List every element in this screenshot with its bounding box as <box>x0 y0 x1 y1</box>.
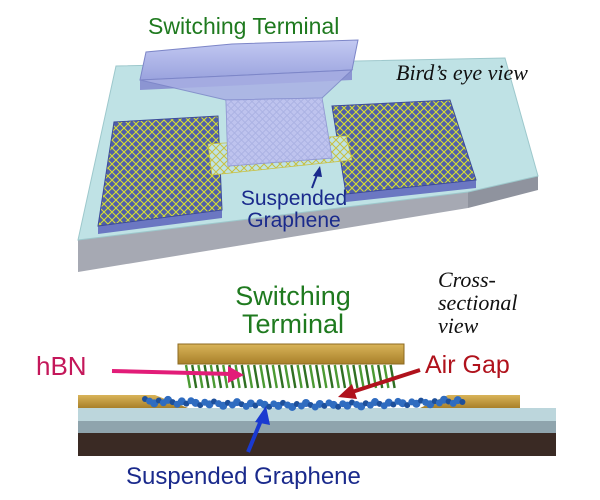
bottom-terminal-label: Switching Terminal <box>235 281 351 340</box>
hbn-rod <box>308 364 316 389</box>
terminal-overlap <box>226 98 332 166</box>
hbn-rod <box>277 364 285 389</box>
hbn-rod <box>321 364 328 389</box>
hbn-rod <box>364 364 371 389</box>
right-electrode-side <box>346 180 476 202</box>
substrate-side-front <box>78 192 468 272</box>
hbn-rod <box>352 364 359 389</box>
oxide-layer <box>78 408 556 421</box>
hbn-layer <box>184 364 396 389</box>
cross-sectional-view-label: Cross- sectional view <box>438 267 518 339</box>
hbn-rod <box>358 364 365 389</box>
hbn-arrow-head <box>228 366 244 383</box>
left-electrode <box>97 115 223 227</box>
suspended-graphene-bottom-label: Suspended Graphene <box>126 463 361 490</box>
graphene-atom <box>390 401 397 408</box>
hbn-rod <box>203 364 210 389</box>
hbn-label: hBN <box>36 351 87 381</box>
hbn-rod <box>184 364 192 389</box>
suspended-graphene-layer <box>142 395 466 411</box>
top-terminal-label: Switching Terminal <box>148 13 340 39</box>
hbn-rod <box>315 364 322 389</box>
air-gap-arrow-head <box>338 384 357 399</box>
hbn-rod <box>284 364 291 389</box>
hbn-rod <box>290 364 297 389</box>
terminal-block <box>177 343 405 365</box>
hbn-rod <box>209 364 216 389</box>
left-electrode-side <box>98 210 222 234</box>
air-gap-label: Air Gap <box>425 351 510 379</box>
insulator-layer <box>78 420 556 433</box>
hbn-rod <box>346 364 353 389</box>
hbn-rod <box>191 364 198 389</box>
terminal-neck <box>139 69 354 101</box>
hbn-rod <box>253 364 260 389</box>
graphene-atom <box>459 399 466 405</box>
substrate-side-right <box>468 176 538 208</box>
hbn-rod <box>327 364 334 389</box>
hbn-rod <box>215 364 223 389</box>
suspended-arrow-top-head <box>313 166 322 177</box>
hbn-rod <box>271 364 278 389</box>
hbn-rod <box>259 364 266 389</box>
hbn-arrow <box>111 369 233 376</box>
graphene-atom <box>404 402 411 409</box>
hbn-rod <box>302 364 309 389</box>
birds-eye-view-label: Bird’s eye view <box>396 60 528 85</box>
air-gap-arrow <box>351 368 421 394</box>
hbn-rod <box>222 364 229 389</box>
hbn-rod <box>246 364 254 389</box>
birds-eye-device <box>77 39 539 272</box>
hbn-rod <box>389 364 396 389</box>
hbn-rod <box>339 364 347 389</box>
bottom-substrate <box>78 432 556 456</box>
suspended-graphene-top-label: Suspended Graphene <box>240 187 348 233</box>
hbn-rod <box>197 364 204 389</box>
right-electrode <box>331 99 477 195</box>
suspended-arrow-bottom <box>246 417 264 453</box>
hbn-rod <box>383 364 390 389</box>
hbn-rod <box>296 364 303 389</box>
suspended-arrow-bottom-head <box>255 406 270 425</box>
hbn-rod <box>265 364 272 389</box>
hbn-rod <box>333 364 340 389</box>
cross-section-device <box>78 343 556 456</box>
hbn-rod <box>240 364 247 389</box>
